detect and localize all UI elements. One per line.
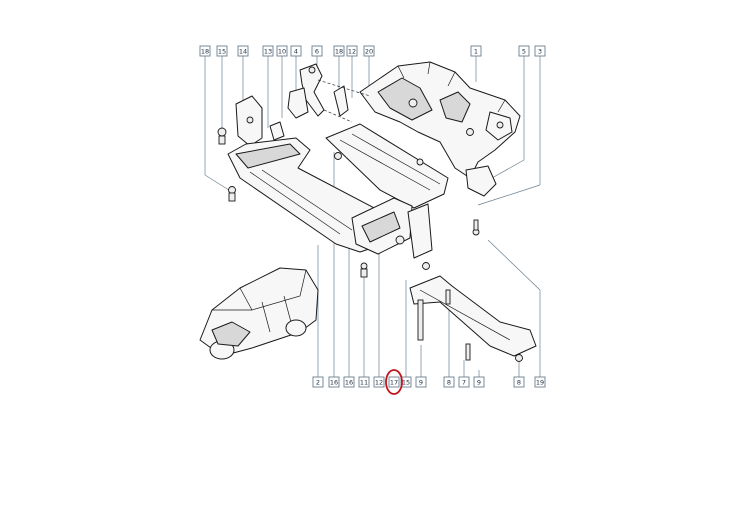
callout-15-top: 15	[216, 45, 228, 57]
callout-6: 6	[311, 45, 323, 57]
svg-text:15: 15	[402, 379, 410, 387]
lower-mount-bracket	[351, 197, 433, 278]
callout-16-a: 16	[328, 376, 340, 388]
left-bracket	[217, 95, 285, 147]
callout-9-a: 9	[415, 376, 427, 388]
callout-17-highlighted: 17	[388, 376, 400, 388]
svg-text:8: 8	[517, 379, 521, 387]
highlight-ring-callout-17	[385, 369, 403, 395]
svg-text:3: 3	[538, 48, 542, 56]
callout-15-bottom: 15	[400, 376, 412, 388]
front-subframe-cradle	[359, 61, 521, 197]
svg-text:9: 9	[477, 379, 481, 387]
lower-tie-bar	[409, 219, 537, 362]
svg-text:11: 11	[360, 379, 368, 387]
svg-text:5: 5	[522, 48, 526, 56]
svg-text:9: 9	[419, 379, 423, 387]
svg-text:18: 18	[335, 48, 343, 56]
svg-text:1: 1	[474, 48, 478, 56]
callout-3: 3	[534, 45, 546, 57]
svg-text:19: 19	[536, 379, 544, 387]
callout-11: 11	[358, 376, 370, 388]
callout-9-b: 9	[473, 376, 485, 388]
callout-16-b: 16	[343, 376, 355, 388]
upper-mount-brackets	[287, 63, 371, 123]
callouts-bottom: 2 16 16 11 12 17 15 9	[312, 376, 546, 388]
callout-2: 2	[312, 376, 324, 388]
svg-text:14: 14	[239, 48, 247, 56]
svg-text:16: 16	[330, 379, 338, 387]
callout-4: 4	[290, 45, 302, 57]
center-plate	[325, 123, 449, 209]
svg-text:12: 12	[375, 379, 383, 387]
callout-19: 19	[534, 376, 546, 388]
callout-18-top-mid: 18	[333, 45, 345, 57]
callout-8-a: 8	[443, 376, 455, 388]
callout-18-top-left: 18	[199, 45, 211, 57]
svg-text:8: 8	[447, 379, 451, 387]
callout-1: 1	[470, 45, 482, 57]
callout-20: 20	[363, 45, 375, 57]
callout-7: 7	[458, 376, 470, 388]
svg-text:7: 7	[462, 379, 466, 387]
svg-text:17: 17	[390, 379, 398, 387]
svg-text:6: 6	[315, 48, 319, 56]
callout-10: 10	[276, 45, 288, 57]
callout-5: 5	[518, 45, 530, 57]
callout-13: 13	[262, 45, 274, 57]
svg-text:4: 4	[294, 48, 298, 56]
svg-text:13: 13	[264, 48, 272, 56]
callout-14: 14	[237, 45, 249, 57]
callouts-top: 18 15 14 13 10 4 6 18	[199, 45, 546, 57]
svg-text:20: 20	[365, 48, 373, 56]
svg-text:16: 16	[345, 379, 353, 387]
svg-text:15: 15	[218, 48, 226, 56]
svg-text:2: 2	[316, 379, 320, 387]
svg-text:10: 10	[278, 48, 286, 56]
svg-text:18: 18	[201, 48, 209, 56]
callout-8-b: 8	[513, 376, 525, 388]
leader-lines	[204, 56, 541, 377]
callout-12-bottom: 12	[373, 376, 385, 388]
callout-12-top: 12	[346, 45, 358, 57]
car-location-inset	[199, 267, 319, 360]
svg-text:12: 12	[348, 48, 356, 56]
